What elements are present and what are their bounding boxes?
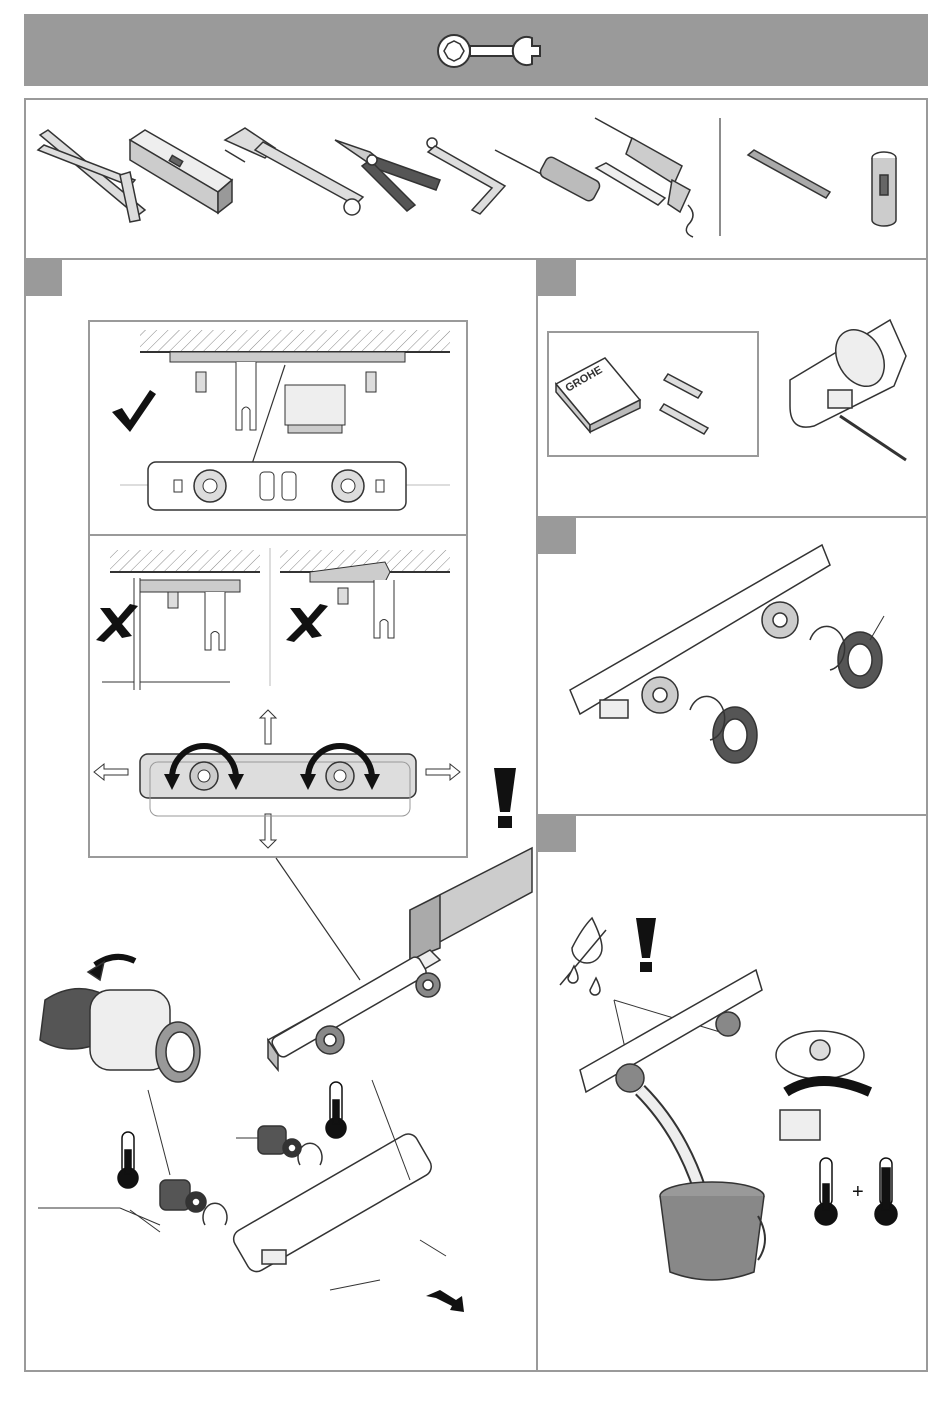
plus-sign: + — [852, 1181, 864, 1203]
screws — [660, 374, 708, 434]
connector-detail — [40, 957, 200, 1082]
thermometer-icon — [118, 1132, 138, 1188]
bracket-nuts — [570, 545, 882, 763]
checkmark-icon — [112, 390, 156, 432]
arrow-icon — [426, 1290, 464, 1312]
flushing-bracket — [580, 970, 762, 1190]
wrong-mounting-gap — [102, 550, 260, 690]
cross-icon — [286, 604, 328, 642]
bucket — [660, 1182, 765, 1280]
exclamation-icon — [636, 918, 656, 972]
thermometer-icon — [875, 1158, 897, 1225]
no-water-icon — [560, 918, 606, 995]
cross-icon — [96, 604, 138, 642]
adjustment-diagram — [94, 710, 460, 848]
installation-perspective — [268, 848, 532, 1070]
flow-regulator — [776, 1031, 870, 1140]
mounting-bracket-screw — [790, 320, 906, 460]
thermometer-icon — [815, 1158, 837, 1225]
thermometer-icon — [326, 1082, 346, 1138]
exclamation-icon — [494, 768, 516, 828]
correct-mounting — [120, 330, 450, 510]
